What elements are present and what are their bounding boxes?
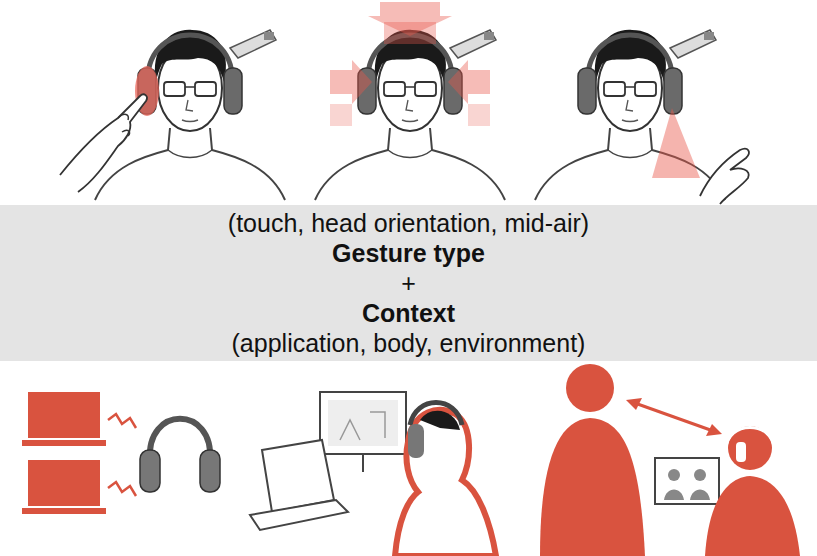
body-context: [250, 392, 496, 556]
application-context: [22, 392, 220, 514]
body-text: (touch, head orientation, mid-air): [228, 208, 589, 238]
head-orientation-gesture: [315, 2, 505, 200]
environment-context: [540, 364, 800, 556]
body-text: +: [401, 268, 416, 298]
touch-gesture: [60, 30, 285, 200]
context-band: (touch, head orientation, mid-air)Gestur…: [0, 205, 817, 361]
heading-text: Context: [362, 298, 455, 328]
heading-text: Gesture type: [332, 238, 485, 268]
body-text: (application, body, environment): [232, 328, 586, 358]
mid-air-gesture: [535, 30, 749, 204]
